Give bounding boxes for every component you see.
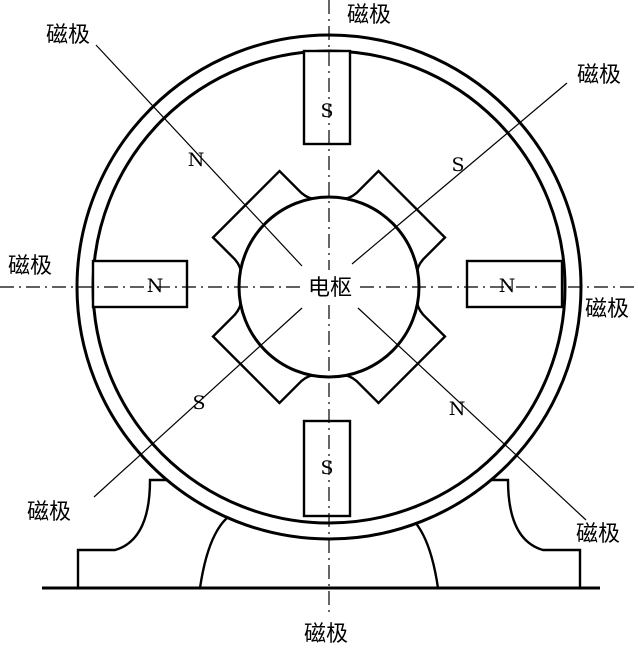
polarity-top: S <box>320 100 333 122</box>
callout-upper-right: 磁极 <box>577 63 621 88</box>
pole-callouts: 磁极 磁极 磁极 磁极 磁极 磁极 磁极 磁极 <box>8 3 629 647</box>
polarity-letters: S S N S N S N N <box>147 100 516 479</box>
polarity-lower-right: N <box>449 398 466 420</box>
polarity-right: N <box>499 275 516 297</box>
callout-lower-right: 磁极 <box>576 522 620 547</box>
center-lines <box>0 0 638 614</box>
callout-right: 磁极 <box>585 297 629 322</box>
pole-top <box>302 49 352 146</box>
callout-lower-left: 磁极 <box>27 500 71 525</box>
callout-upper-left: 磁极 <box>46 23 90 48</box>
rect-poles <box>91 49 564 518</box>
callout-left: 磁极 <box>8 254 52 279</box>
polarity-upper-left: N <box>188 149 205 171</box>
polarity-lower-left: S <box>192 392 205 414</box>
callout-bottom: 磁极 <box>304 622 348 646</box>
callout-top: 磁极 <box>347 3 391 28</box>
pole-left <box>91 259 189 309</box>
polarity-left: N <box>147 275 164 297</box>
pole-bottom <box>302 419 352 518</box>
leader-lines <box>93 44 587 521</box>
pole-right <box>465 259 564 309</box>
polarity-upper-right: S <box>451 154 464 176</box>
polarity-bottom: S <box>320 457 333 479</box>
armature-label: 电枢 <box>308 276 352 301</box>
